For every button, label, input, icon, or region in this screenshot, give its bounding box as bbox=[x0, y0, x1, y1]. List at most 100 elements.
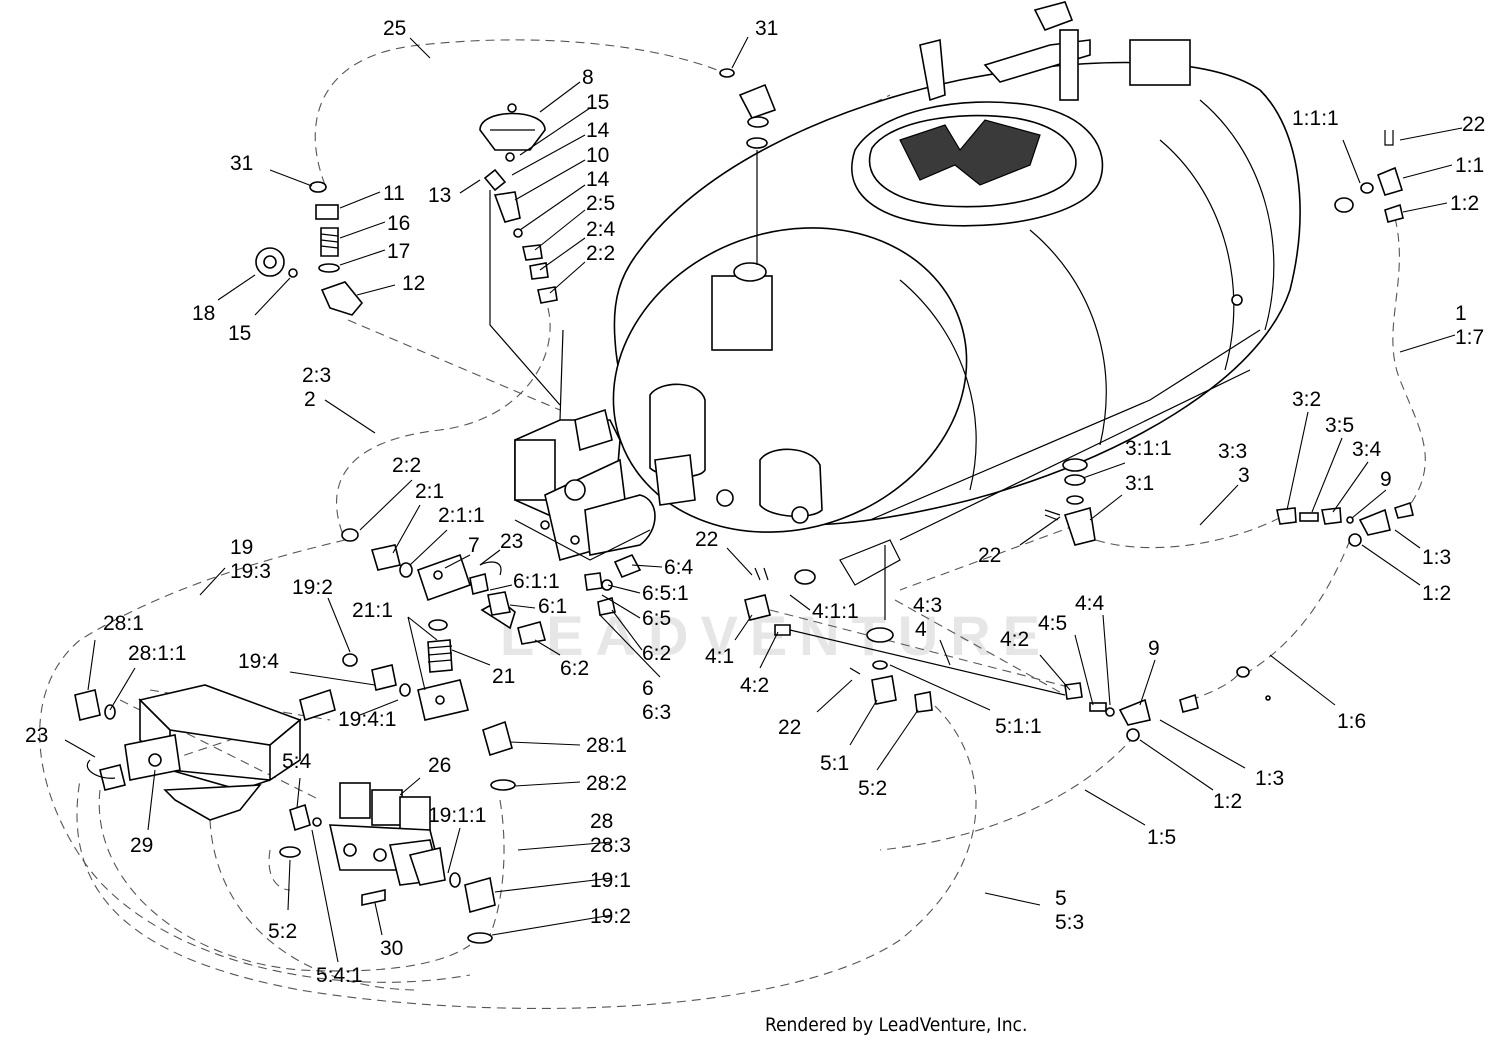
render-credit: Rendered by LeadVenture, Inc. bbox=[765, 1014, 1027, 1036]
callout-5-1-1: 5:1:1 bbox=[995, 715, 1042, 738]
callout-5-2: 5:2 bbox=[268, 920, 297, 943]
callout-19-4: 19:4 bbox=[238, 650, 279, 673]
callout-23: 23 bbox=[500, 530, 523, 553]
callout-1-3: 1:3 bbox=[1422, 546, 1451, 569]
section-valve-assembly bbox=[279, 782, 496, 944]
callout-9: 9 bbox=[1148, 637, 1160, 660]
callout-15: 15 bbox=[228, 322, 251, 345]
callout-1-1: 1:1 bbox=[1455, 154, 1484, 177]
boom-valve-bracket bbox=[74, 684, 336, 821]
callout-1-5: 1:5 bbox=[1147, 826, 1176, 849]
callout-3-3: 3:3 bbox=[1218, 440, 1247, 463]
callout-2-2: 2:2 bbox=[392, 454, 421, 477]
callout-31: 31 bbox=[230, 152, 253, 175]
callout-31: 31 bbox=[755, 17, 778, 40]
callout-4-1: 4:1 bbox=[705, 645, 734, 668]
callout-1-2: 1:2 bbox=[1213, 790, 1242, 813]
callout-22: 22 bbox=[1462, 113, 1485, 136]
callout-6-2: 6:2 bbox=[642, 642, 671, 665]
center-fittings bbox=[480, 545, 1271, 742]
callout-1-3: 1:3 bbox=[1255, 767, 1284, 790]
callout-2-1-1: 2:1:1 bbox=[438, 504, 485, 527]
callout-3-1-1: 3:1:1 bbox=[1125, 437, 1172, 460]
callout-6-4: 6:4 bbox=[664, 556, 694, 579]
callout-4-2: 4:2 bbox=[1000, 628, 1029, 651]
callout-1-6: 1:6 bbox=[1337, 710, 1366, 733]
callout-19-1-1: 19:1:1 bbox=[428, 804, 486, 827]
callout-9: 9 bbox=[1380, 468, 1392, 491]
callout-28-1: 28:1 bbox=[586, 734, 627, 757]
callout-21-1: 21:1 bbox=[352, 599, 393, 622]
callout-5-1: 5:1 bbox=[820, 752, 849, 775]
leader-lines bbox=[64, 36, 1463, 963]
callout-10: 10 bbox=[586, 144, 609, 167]
callout-21: 21 bbox=[492, 665, 515, 688]
pump-assembly bbox=[514, 408, 696, 562]
callout-3-2: 3:2 bbox=[1292, 388, 1321, 411]
callout-29: 29 bbox=[130, 834, 153, 857]
callout-5-3: 5:3 bbox=[1055, 911, 1084, 934]
callout-26: 26 bbox=[428, 754, 451, 777]
callout-5: 5 bbox=[1055, 887, 1067, 910]
callout-6: 6 bbox=[642, 677, 654, 700]
callout-18: 18 bbox=[192, 302, 215, 325]
callout-6-2: 6:2 bbox=[560, 657, 589, 680]
callout-4-2: 4:2 bbox=[740, 674, 769, 697]
callout-17: 17 bbox=[387, 240, 410, 263]
callout-4-5: 4:5 bbox=[1038, 612, 1067, 635]
callout-30: 30 bbox=[380, 937, 403, 960]
callout-28-3: 28:3 bbox=[590, 834, 631, 857]
callout-11: 11 bbox=[383, 182, 405, 205]
callout-1-2: 1:2 bbox=[1422, 582, 1451, 605]
callout-19-4-1: 19:4:1 bbox=[338, 708, 396, 731]
callout-28-2: 28:2 bbox=[586, 772, 627, 795]
callout-28: 28 bbox=[590, 810, 613, 833]
callout-1: 1 bbox=[1455, 302, 1467, 325]
callout-5-2: 5:2 bbox=[858, 777, 887, 800]
callout-1-2: 1:2 bbox=[1450, 192, 1479, 215]
callout-22: 22 bbox=[778, 716, 801, 739]
callout-5-4-1: 5:4:1 bbox=[316, 964, 363, 987]
callout-14: 14 bbox=[586, 119, 610, 142]
callout-19: 19 bbox=[230, 536, 253, 559]
callout-2-2: 2:2 bbox=[586, 242, 615, 265]
callout-25: 25 bbox=[383, 17, 406, 40]
callout-6-5: 6:5 bbox=[642, 607, 671, 630]
callout-1-1-1: 1:1:1 bbox=[1292, 107, 1339, 130]
callout-7: 7 bbox=[468, 534, 480, 557]
top-fittings bbox=[255, 68, 777, 421]
callout-4: 4 bbox=[915, 618, 927, 641]
right-fittings bbox=[1044, 130, 1414, 547]
callout-12: 12 bbox=[402, 272, 425, 295]
callout-22: 22 bbox=[978, 544, 1001, 567]
callout-1-7: 1:7 bbox=[1455, 326, 1484, 349]
callout-labels: 25 31 8 15 14 10 14 2:5 2:4 2:2 13 31 11… bbox=[25, 17, 1485, 987]
callout-19-1: 19:1 bbox=[590, 869, 631, 892]
callout-5-4: 5:4 bbox=[282, 750, 312, 773]
callout-13: 13 bbox=[428, 184, 451, 207]
callout-16: 16 bbox=[387, 212, 410, 235]
callout-19-3: 19:3 bbox=[230, 560, 271, 583]
callout-15: 15 bbox=[586, 91, 609, 114]
callout-2-5: 2:5 bbox=[586, 192, 615, 215]
callout-3: 3 bbox=[1238, 464, 1250, 487]
callout-6-5-1: 6:5:1 bbox=[642, 582, 689, 605]
callout-2-3: 2:3 bbox=[302, 364, 331, 387]
callout-6-1: 6:1 bbox=[538, 595, 567, 618]
callout-4-3: 4:3 bbox=[913, 594, 942, 617]
callout-19-2: 19:2 bbox=[590, 905, 631, 928]
left-fittings bbox=[341, 528, 516, 791]
callout-6-3: 6:3 bbox=[642, 701, 671, 724]
spray-tank bbox=[612, 1, 1301, 586]
callout-28-1-1: 28:1:1 bbox=[128, 642, 186, 665]
callout-2-4: 2:4 bbox=[586, 218, 616, 241]
callout-19-2: 19:2 bbox=[292, 576, 333, 599]
callout-2-1: 2:1 bbox=[415, 480, 444, 503]
callout-8: 8 bbox=[582, 66, 594, 89]
callout-2: 2 bbox=[304, 388, 316, 411]
callout-22: 22 bbox=[695, 528, 718, 551]
callout-4-4: 4:4 bbox=[1075, 592, 1105, 615]
callout-3-5: 3:5 bbox=[1325, 414, 1354, 437]
